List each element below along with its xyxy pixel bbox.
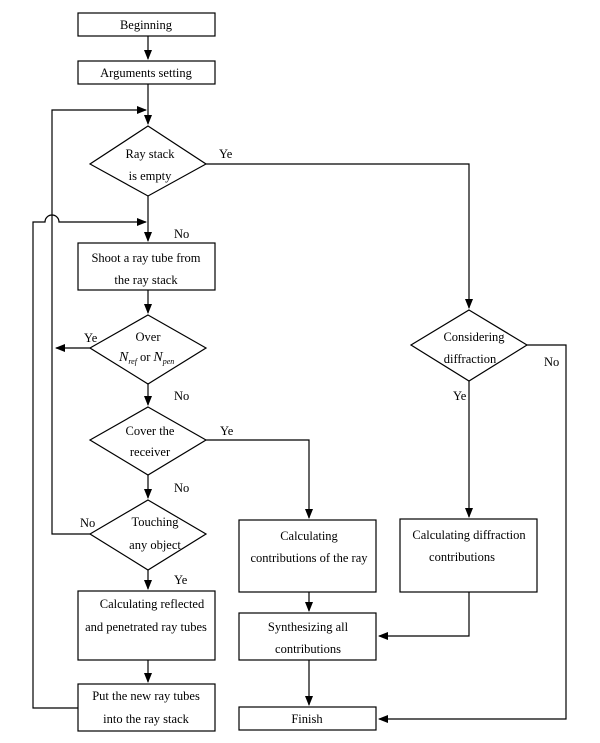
- cover-yes-label: Ye: [220, 424, 234, 438]
- calc-reflected-label-line2: and penetrated ray tubes: [85, 620, 207, 634]
- calc-reflected-label-line1: Calculating reflected: [100, 597, 205, 611]
- calc-contrib-label-line2: contributions of the ray: [251, 551, 369, 565]
- cover-label-line1: Cover the: [126, 424, 175, 438]
- edge-cover-contrib: [206, 439, 313, 519]
- over-yes-label: Ye: [84, 331, 98, 345]
- edge-diffraction-synth: [378, 592, 470, 640]
- ray-stack-label-line1: Ray stack: [126, 147, 176, 161]
- n-pen-symbol: N: [152, 350, 163, 365]
- considering-yes-label: Ye: [453, 389, 467, 403]
- cover-label-line2: receiver: [130, 445, 171, 459]
- n-ref-subscript: ref: [128, 357, 138, 366]
- considering-no-label: No: [544, 355, 559, 369]
- touching-yes-label: Ye: [174, 573, 188, 587]
- ray-stack-no-label: No: [174, 227, 189, 241]
- n-ref-symbol: N: [118, 350, 129, 365]
- synthesizing-label-line1: Synthesizing all: [268, 620, 349, 634]
- edge-considering-finish: [378, 344, 567, 723]
- decision-ray-stack: Ray stack is empty: [88, 125, 208, 197]
- node-finish: Finish: [238, 706, 377, 731]
- node-synthesizing: Synthesizing all contributions: [238, 612, 377, 661]
- considering-label-line2: diffraction: [444, 352, 497, 366]
- shoot-label-line2: the ray stack: [114, 273, 178, 287]
- calc-diffraction-label-line2: contributions: [429, 550, 495, 564]
- edge-loop-to-shoot: [32, 214, 147, 709]
- decision-touching: Touching any object: [88, 499, 208, 571]
- or-label: or: [140, 350, 151, 364]
- decision-cover: Cover the receiver: [88, 406, 208, 476]
- calc-contrib-label-line1: Calculating: [280, 529, 338, 543]
- node-calc-contributions: Calculating contributions of the ray: [238, 519, 377, 593]
- node-calc-reflected: Calculating reflected and penetrated ray…: [77, 590, 216, 661]
- beginning-label: Beginning: [120, 18, 173, 32]
- n-pen-subscript: pen: [162, 357, 175, 366]
- over-no-label: No: [174, 389, 189, 403]
- edge-raystack-considering: [206, 163, 473, 309]
- synthesizing-label-line2: contributions: [275, 642, 341, 656]
- calc-diffraction-label-line1: Calculating diffraction: [412, 528, 526, 542]
- cover-no-label: No: [174, 481, 189, 495]
- arguments-label: Arguments setting: [100, 66, 193, 80]
- put-new-label-line1: Put the new ray tubes: [92, 689, 200, 703]
- touching-no-label: No: [80, 516, 95, 530]
- edge-loop-to-raystack: [51, 106, 147, 535]
- touching-label-line1: Touching: [131, 515, 179, 529]
- node-arguments: Arguments setting: [77, 60, 216, 85]
- ray-stack-label-line2: is empty: [129, 169, 172, 183]
- finish-label: Finish: [291, 712, 323, 726]
- node-put-new: Put the new ray tubes into the ray stack: [77, 683, 216, 732]
- connectors: [32, 36, 567, 723]
- ray-stack-yes-label: Ye: [219, 147, 233, 161]
- decision-considering: Considering diffraction: [409, 309, 529, 382]
- put-new-label-line2: into the ray stack: [103, 712, 189, 726]
- node-shoot: Shoot a ray tube from the ray stack: [77, 242, 216, 291]
- node-calc-diffraction: Calculating diffraction contributions: [399, 518, 538, 593]
- considering-label-line1: Considering: [443, 330, 505, 344]
- shoot-label-line1: Shoot a ray tube from: [91, 251, 200, 265]
- over-label-line1: Over: [136, 330, 162, 344]
- edge-labels: Ye No Ye No Ye No No Ye Ye No: [80, 147, 559, 587]
- touching-label-line2: any object: [129, 538, 181, 552]
- node-beginning: Beginning: [77, 12, 216, 37]
